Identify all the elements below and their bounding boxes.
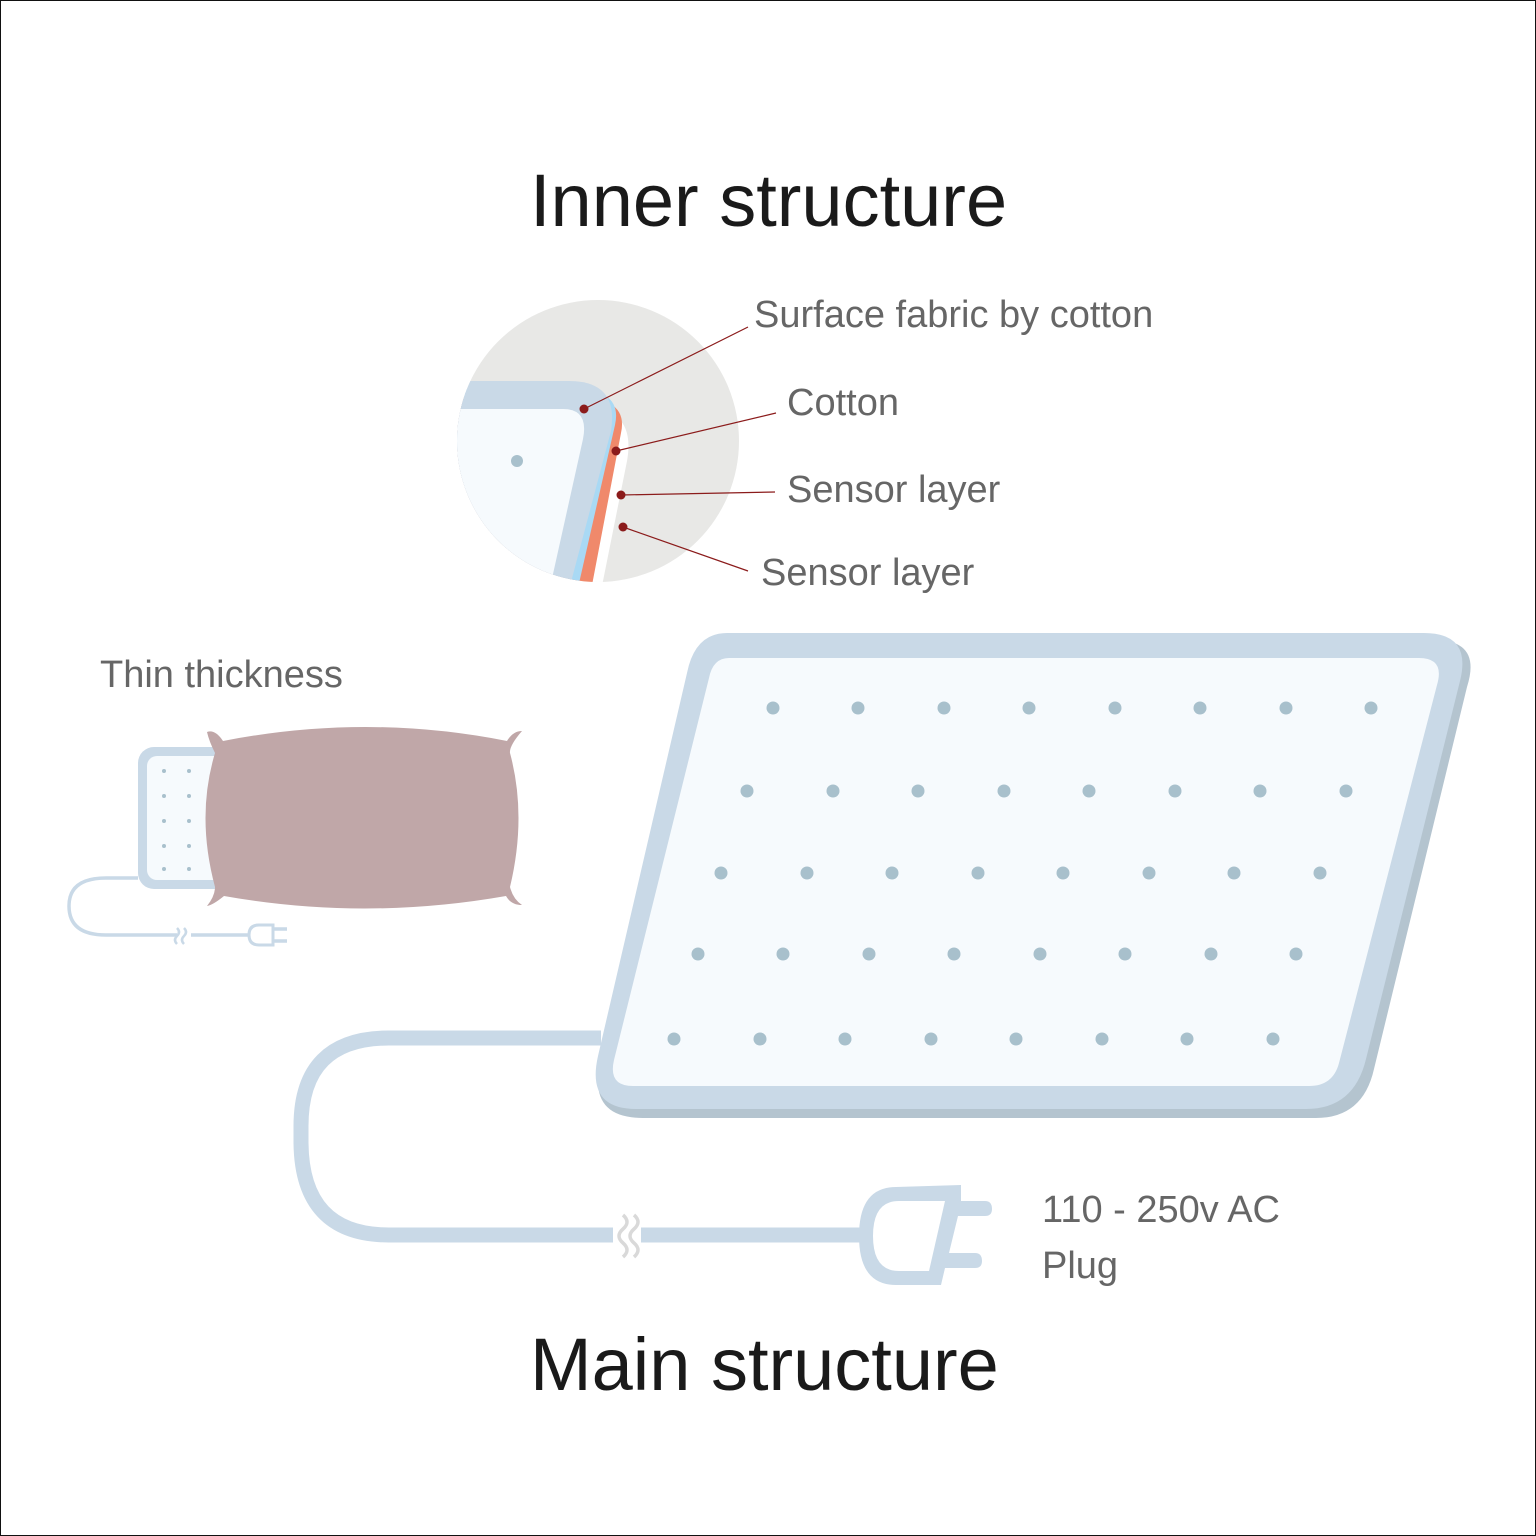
callout-sensor-layer-1: Sensor layer xyxy=(787,469,1001,511)
callout-surface-fabric: Surface fabric by cotton xyxy=(754,294,1154,336)
thin-thickness-label: Thin thickness xyxy=(100,654,343,696)
heating-pad-icon xyxy=(293,633,1471,1259)
side-view-illustration xyxy=(67,727,522,947)
callout-cotton: Cotton xyxy=(787,382,899,424)
callout-sensor-layer-2: Sensor layer xyxy=(761,552,975,594)
inner-structure-title: Inner structure xyxy=(530,159,1008,242)
callout-lines xyxy=(579,326,777,572)
pillow-icon xyxy=(205,727,522,909)
main-structure-title: Main structure xyxy=(530,1323,999,1406)
magnified-cross-section-icon xyxy=(457,300,739,582)
voltage-label: 110 - 250v AC xyxy=(1042,1189,1281,1231)
plug-label: Plug xyxy=(1042,1245,1119,1287)
plug-icon xyxy=(859,1185,992,1285)
pad-dot xyxy=(511,455,523,467)
